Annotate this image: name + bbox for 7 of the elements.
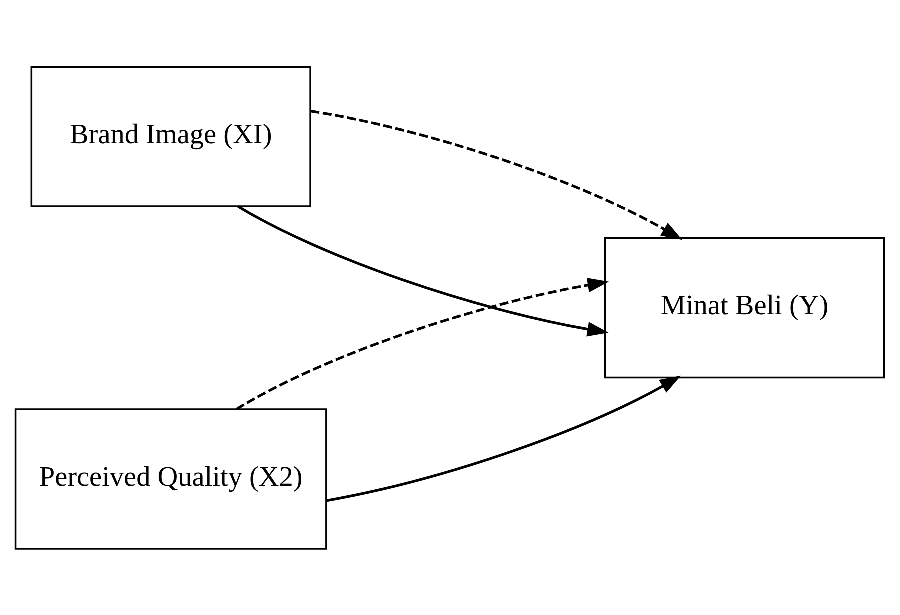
node-box: Minat Beli (Y) [604, 236, 886, 378]
arrow [310, 110, 682, 240]
arrow [236, 278, 610, 410]
node-box: Perceived Quality (X2) [14, 408, 328, 550]
node-box: Brand Image (XI) [30, 66, 312, 207]
arrow [238, 205, 609, 336]
arrow [326, 375, 682, 502]
